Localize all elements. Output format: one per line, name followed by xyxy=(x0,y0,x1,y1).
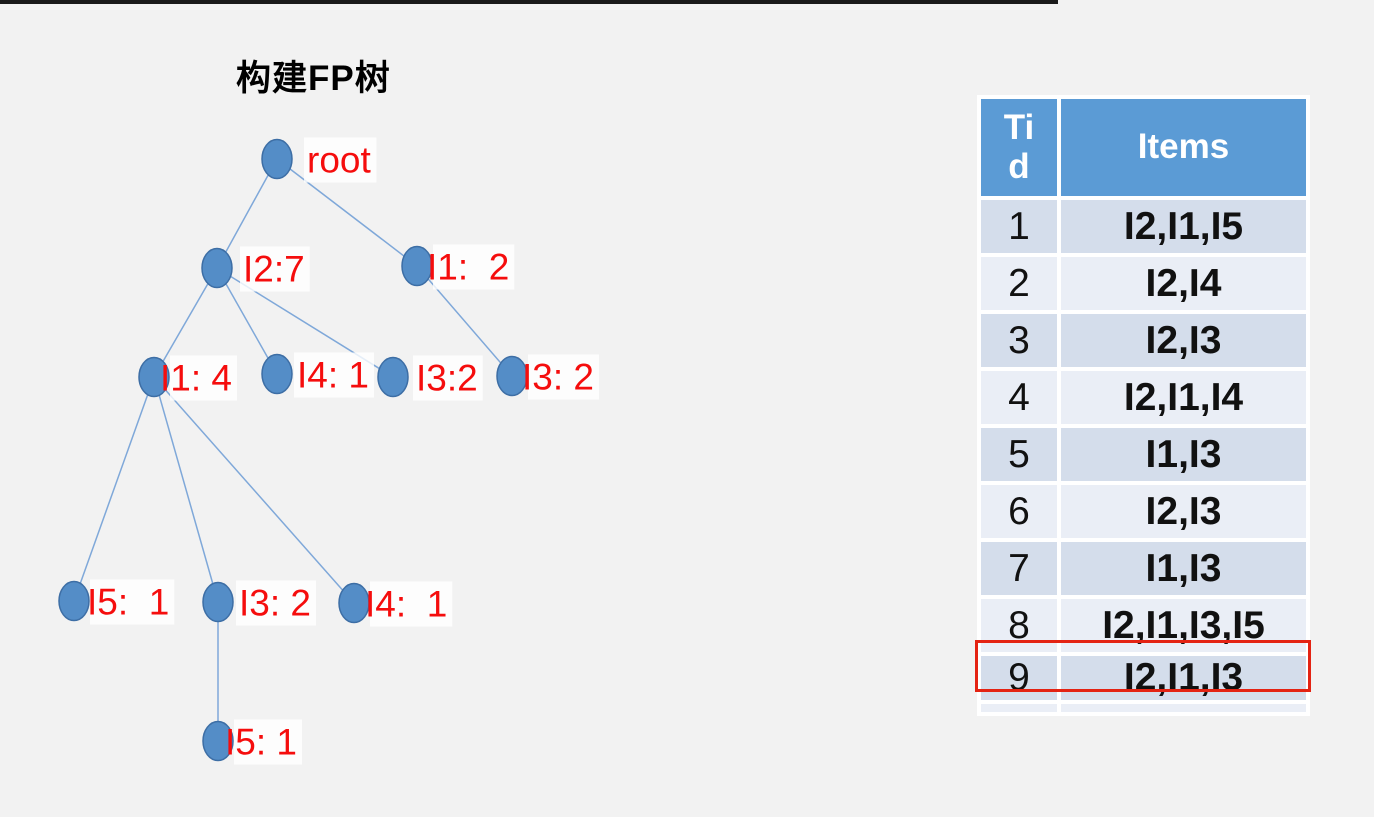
items-cell: I2,I3 xyxy=(1061,314,1306,367)
label-halo xyxy=(90,579,175,625)
tree-node-label: I2:7 xyxy=(243,249,305,290)
tree-node-i3-2-low xyxy=(202,581,234,623)
tree-node-i4-1 xyxy=(261,353,293,395)
tree-edge xyxy=(216,267,278,375)
slide-title: 构建FP树 xyxy=(236,59,391,98)
table-partial-tid-cell xyxy=(981,704,1057,712)
table-header-row: Tid Items xyxy=(981,99,1306,196)
label-halo xyxy=(170,355,237,401)
tree-node-i4-1-low xyxy=(338,582,370,624)
items-cell: I1,I3 xyxy=(1061,428,1306,481)
tree-node-label: I5: 1 xyxy=(87,582,169,623)
table-header-tid: Tid xyxy=(981,99,1057,196)
tid-cell: 1 xyxy=(981,200,1057,253)
tree-edge xyxy=(73,376,155,602)
items-cell: I2,I1,I4 xyxy=(1061,371,1306,424)
items-cell: I1,I3 xyxy=(1061,542,1306,595)
tree-node-i2-7 xyxy=(201,247,233,289)
tid-cell: 8 xyxy=(981,599,1057,652)
tid-cell: 9 xyxy=(981,656,1057,700)
table-header-items: Items xyxy=(1061,99,1306,196)
label-halo xyxy=(234,719,302,765)
tree-edge xyxy=(153,267,218,378)
top-edge-bar xyxy=(0,0,1058,4)
tid-cell: 6 xyxy=(981,485,1057,538)
tree-node-i5-1-low xyxy=(202,720,234,762)
label-halo xyxy=(433,244,515,290)
label-halo xyxy=(294,352,374,398)
table-partial-items-cell xyxy=(1061,704,1306,712)
table-partial-row xyxy=(981,704,1306,712)
tid-cell: 2 xyxy=(981,257,1057,310)
tree-node-label: I4: 1 xyxy=(365,584,447,625)
tree-node-i3-2-mid xyxy=(377,356,409,398)
tid-cell: 5 xyxy=(981,428,1057,481)
label-halo xyxy=(528,354,599,400)
tree-node-label: I4: 1 xyxy=(297,355,369,396)
tree-node-i3-2-right xyxy=(496,355,528,397)
tid-cell: 4 xyxy=(981,371,1057,424)
tree-node-i1-4 xyxy=(138,356,170,398)
label-halo xyxy=(240,246,310,292)
items-cell: I2,I1,I3,I5 xyxy=(1061,599,1306,652)
tid-cell: 3 xyxy=(981,314,1057,367)
tree-node-label: I1: 4 xyxy=(160,358,232,399)
tree-node-label: root xyxy=(307,140,371,181)
tree-node-label: I3:2 xyxy=(416,358,478,399)
tree-edge xyxy=(153,376,355,604)
items-cell: I2,I4 xyxy=(1061,257,1306,310)
tree-node-label: I3: 2 xyxy=(239,583,311,624)
tree-node-i5-1-left xyxy=(58,580,90,622)
items-cell: I2,I3 xyxy=(1061,485,1306,538)
tree-node-label: I3: 2 xyxy=(522,357,594,398)
tid-cell: 7 xyxy=(981,542,1057,595)
tree-edge xyxy=(153,376,219,603)
tree-edge xyxy=(416,265,513,377)
label-halo xyxy=(236,580,316,626)
tree-edge xyxy=(216,158,278,269)
tree-node-i1-2 xyxy=(401,245,433,287)
items-cell: I2,I1,I5 xyxy=(1061,200,1306,253)
label-halo xyxy=(413,355,483,401)
tree-edge xyxy=(276,158,418,267)
tree-node-label: I5: 1 xyxy=(225,722,297,763)
row-highlight-box xyxy=(975,640,1311,692)
tree-node-label: I1: 2 xyxy=(427,247,509,288)
tree-node-root xyxy=(261,138,293,180)
label-halo xyxy=(304,137,377,183)
label-halo xyxy=(370,581,453,627)
